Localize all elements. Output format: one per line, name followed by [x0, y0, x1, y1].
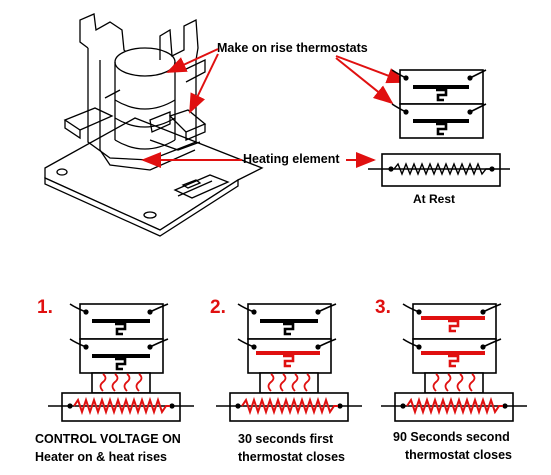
stage-1: 1. CONTROL VOLTAGE ON Heater on & heat r…: [35, 297, 194, 464]
stage-2-caption-line1: 30 seconds first: [238, 432, 334, 446]
stage-2: 2. 30 seconds first thermostat closes: [210, 297, 362, 464]
stage-1-caption-line2: Heater on & heat rises: [35, 450, 167, 464]
zigzag-heater-icon: [393, 162, 490, 176]
heating-element-label: Heating element: [243, 152, 340, 166]
stage-3-number: 3.: [375, 297, 391, 318]
stage-3-caption-line1: 90 Seconds second: [393, 430, 510, 444]
stage-3-caption-line2: thermostat closes: [405, 448, 512, 462]
zigzag-heater-icon: [241, 396, 338, 416]
arrow-to-right-thermostat: [189, 53, 219, 114]
arrow-to-top-thermostat: [335, 55, 407, 84]
zigzag-heater-icon: [73, 396, 170, 416]
relay-sketch-icon: [44, 13, 264, 237]
arrow-to-left-thermostat: [166, 48, 219, 73]
thermostats-label: Make on rise thermostats: [217, 41, 368, 55]
callout-arrows: [141, 48, 407, 168]
heat-wave-icon: [267, 373, 311, 392]
stage-1-number: 1.: [37, 297, 53, 318]
stage-2-number: 2.: [210, 297, 226, 318]
stage-3: 3. 90 Seconds second thermostat closes: [375, 297, 527, 462]
heat-wave-icon: [432, 373, 476, 392]
stage-2-caption-line2: thermostat closes: [238, 450, 345, 464]
arrow-to-bottom-thermostat: [335, 57, 394, 105]
at-rest-label: At Rest: [413, 192, 455, 206]
heat-wave-icon: [99, 373, 143, 392]
zigzag-heater-icon: [406, 396, 503, 416]
stage-1-caption-line1: CONTROL VOLTAGE ON: [35, 432, 181, 446]
at-rest-schematic: [368, 69, 510, 187]
